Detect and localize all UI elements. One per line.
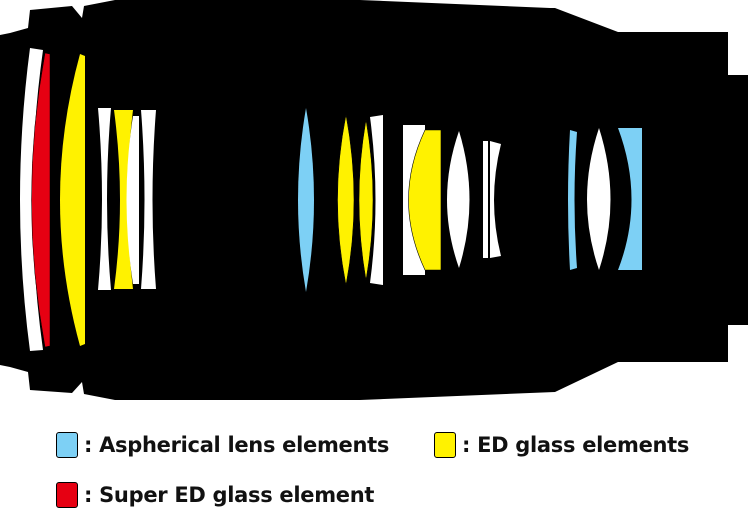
lens-element-super-ed <box>31 52 51 348</box>
lens-element-plain <box>370 115 383 285</box>
lens-element-ed <box>60 54 85 346</box>
legend-super-ed: : Super ED glass element <box>56 482 374 508</box>
lens-element-aspherical <box>618 128 642 270</box>
lens-barrel <box>0 0 748 400</box>
lens-element-plain <box>447 131 470 268</box>
lens-element-ed <box>114 110 133 289</box>
lens-element-plain <box>490 141 501 258</box>
legend-ed: : ED glass elements <box>434 432 689 458</box>
legend-swatch-ed <box>434 432 456 458</box>
legend-label-aspherical: : Aspherical lens elements <box>84 433 390 457</box>
lens-element-plain <box>141 110 156 289</box>
lens-element-ed <box>337 114 355 286</box>
legend-swatch-super-ed <box>56 482 78 508</box>
lens-cross-section-diagram <box>0 0 748 400</box>
legend-label-super-ed: : Super ED glass element <box>84 483 375 507</box>
lens-element-plain <box>587 128 611 270</box>
legend-aspherical: : Aspherical lens elements <box>56 432 389 458</box>
lens-element-plain <box>126 116 139 284</box>
lens-element-aspherical <box>298 108 314 292</box>
lens-element-aspherical <box>568 130 577 270</box>
legend-label-ed: : ED glass elements <box>462 433 690 457</box>
lens-element-plain <box>98 108 111 290</box>
lens-element-ed <box>358 119 374 281</box>
lens-element-ed <box>408 129 442 271</box>
legend-swatch-aspherical <box>56 432 78 458</box>
lens-element-plain <box>483 141 488 258</box>
